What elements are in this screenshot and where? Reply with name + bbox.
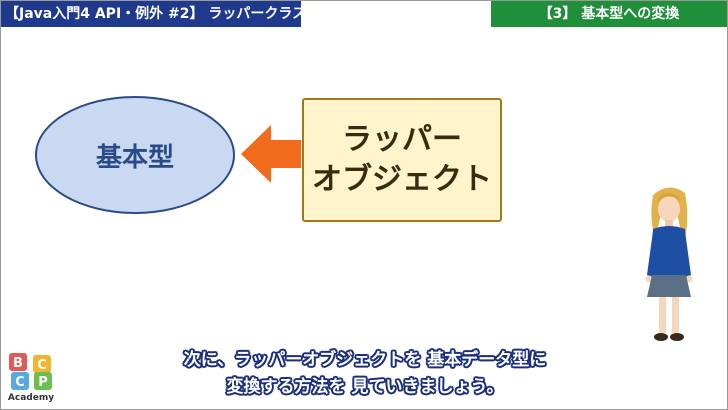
primitive-type-label: 基本型: [95, 142, 174, 173]
logo-letter-c2: C: [15, 375, 25, 390]
logo-text: Academy: [7, 393, 55, 403]
lesson-title-banner: 【Java入門4 API・例外 #2】 ラッパークラス: [1, 1, 306, 27]
subtitle-line2: 変換する方法を 見ていきましょう。: [226, 377, 504, 397]
academy-logo: B C C P Academy: [7, 351, 55, 409]
presenter-avatar: [645, 187, 693, 341]
wrapper-label-line1: ラッパー: [342, 122, 462, 157]
left-arrow-icon: [241, 125, 301, 183]
subtitle-line1: 次に、ラッパーオブジェクトを 基本データ型に: [183, 350, 547, 370]
primitive-type-ellipse: 基本型: [35, 96, 235, 214]
logo-letter-p: P: [38, 375, 48, 390]
logo-letters-icon: B C C P: [9, 353, 52, 390]
logo-letter-b: B: [13, 356, 23, 371]
subtitle-caption: 次に、ラッパーオブジェクトを 基本データ型に 変換する方法を 見ていきましょう。: [101, 347, 629, 401]
wrapper-label-line2: オブジェクト: [312, 162, 492, 197]
section-title-banner: 【3】 基本型への変換: [491, 1, 727, 27]
logo-letter-c1: C: [37, 358, 47, 373]
wrapper-object-box: ラッパー オブジェクト: [302, 98, 502, 222]
